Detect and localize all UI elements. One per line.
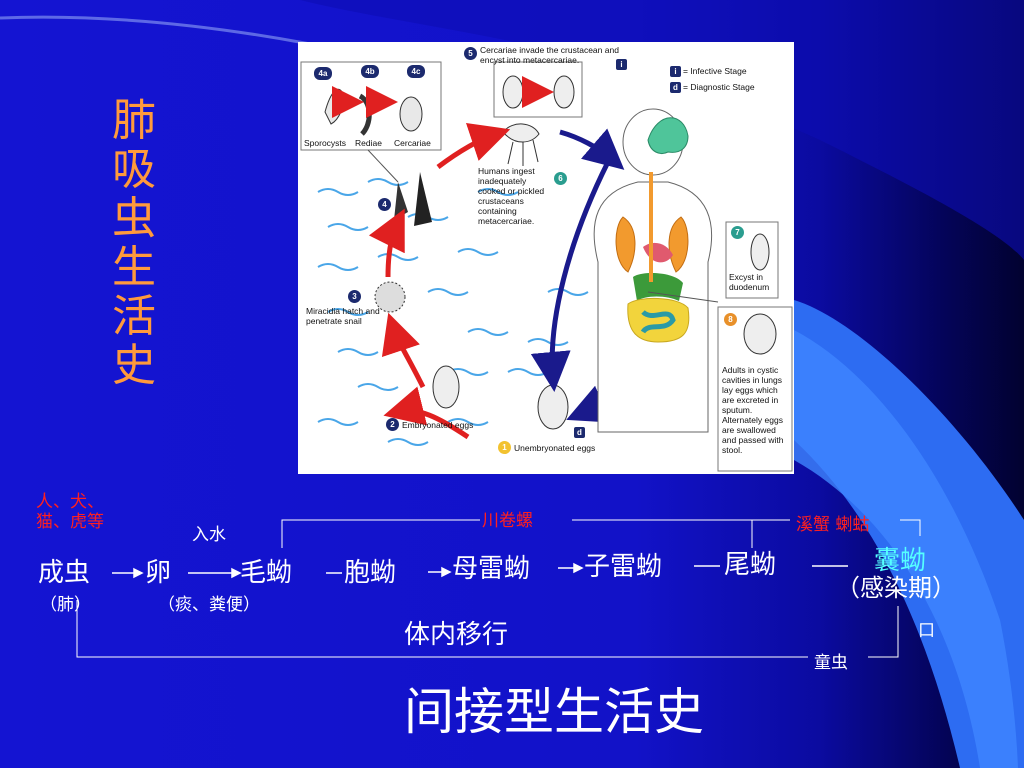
unembryonated-egg-shape xyxy=(537,384,569,430)
title-char: 吸 xyxy=(112,144,156,195)
migration-label: 体内移行 xyxy=(404,620,509,650)
diagnostic-stage-icon: d xyxy=(670,82,681,93)
title-char: 肺 xyxy=(112,95,156,146)
lifecycle-figure: 5 Cercariae invade the crustacean and en… xyxy=(298,42,794,474)
stage-label-5: Cercariae invade the crustacean and ency… xyxy=(480,45,619,65)
stage-label-2: Embryonated eggs xyxy=(402,420,474,430)
title-char: 活 xyxy=(112,291,156,342)
stage-label-6: Humans ingest inadequately cooked or pic… xyxy=(478,166,545,226)
stage-adult: 成虫 xyxy=(38,558,91,588)
infective-period-label: （感染期） xyxy=(836,574,956,602)
stage-badge-2: 2 xyxy=(386,418,399,431)
stage-badge-1: 1 xyxy=(498,441,511,454)
title-char: 史 xyxy=(112,340,156,391)
stage-badge-3: 3 xyxy=(348,290,361,303)
mouth-label: 口 xyxy=(918,621,935,641)
stage-badge-6: 6 xyxy=(554,172,567,185)
water-waves xyxy=(317,178,589,446)
legend-infective: = Infective Stage xyxy=(683,66,747,76)
egg-location: （痰、粪便） xyxy=(158,595,260,615)
stage-label-7: Excyst in duodenum xyxy=(729,272,770,292)
host-label: 人、犬、猫、虎等 xyxy=(36,492,104,532)
stage-daughter-redia: 子雷蚴 xyxy=(584,552,663,582)
first-intermediate-host-label: 川卷螺 xyxy=(482,511,533,531)
stage-badge-4: 4 xyxy=(378,198,391,211)
stage-badge-5: 5 xyxy=(464,47,477,60)
stage-cercaria: 尾蚴 xyxy=(724,550,777,580)
second-intermediate-host-label: 溪蟹 蝲蛄 xyxy=(796,515,870,535)
stage-label-4b: Rediae xyxy=(355,138,382,148)
stage-mother-redia: 母雷蚴 xyxy=(452,554,531,584)
stage-label-4a: Sporocysts xyxy=(304,138,347,148)
info-icon: i xyxy=(616,59,627,70)
vertical-title: 肺 吸 虫 生 活 史 xyxy=(108,96,160,390)
stage-badge-4c: 4c xyxy=(407,65,425,78)
crustacean-shape xyxy=(502,123,540,143)
infective-stage-icon: i xyxy=(670,66,681,77)
stage-badge-7: 7 xyxy=(731,226,744,239)
miracidium-shape xyxy=(374,281,406,313)
stage-badge-8: 8 xyxy=(724,313,737,326)
stage-metacercaria: 囊蚴 xyxy=(874,546,927,576)
figure-drawing xyxy=(300,61,793,472)
diagnostic-marker-icon: d xyxy=(574,427,585,438)
stage-sporocyst: 胞蚴 xyxy=(344,558,397,588)
bottom-title: 间接型生活史 xyxy=(404,683,704,741)
snail-shape xyxy=(414,172,432,226)
embryonated-egg-shape xyxy=(432,365,460,409)
stage-badge-4b: 4b xyxy=(361,65,379,78)
title-char: 虫 xyxy=(112,193,156,244)
legend-diagnostic: = Diagnostic Stage xyxy=(683,82,755,92)
title-char: 生 xyxy=(112,242,156,293)
stage-egg: 卵 xyxy=(145,558,172,588)
stage-label-8: Adults in cystic cavities in lungs lay e… xyxy=(722,365,784,455)
snail-shape xyxy=(394,182,408,220)
stage-miracidium: 毛蚴 xyxy=(240,558,293,588)
juvenile-label: 童虫 xyxy=(814,653,848,673)
adult-location: （肺） xyxy=(40,595,91,615)
water-label: 入水 xyxy=(192,525,226,545)
stage-badge-4a: 4a xyxy=(314,67,332,80)
stage-label-4c: Cercariae xyxy=(394,138,431,148)
stage-label-3: Miracidia hatch and penetrate snail xyxy=(306,306,380,326)
stage-label-1: Unembryonated eggs xyxy=(514,443,596,453)
human-body xyxy=(593,108,713,433)
